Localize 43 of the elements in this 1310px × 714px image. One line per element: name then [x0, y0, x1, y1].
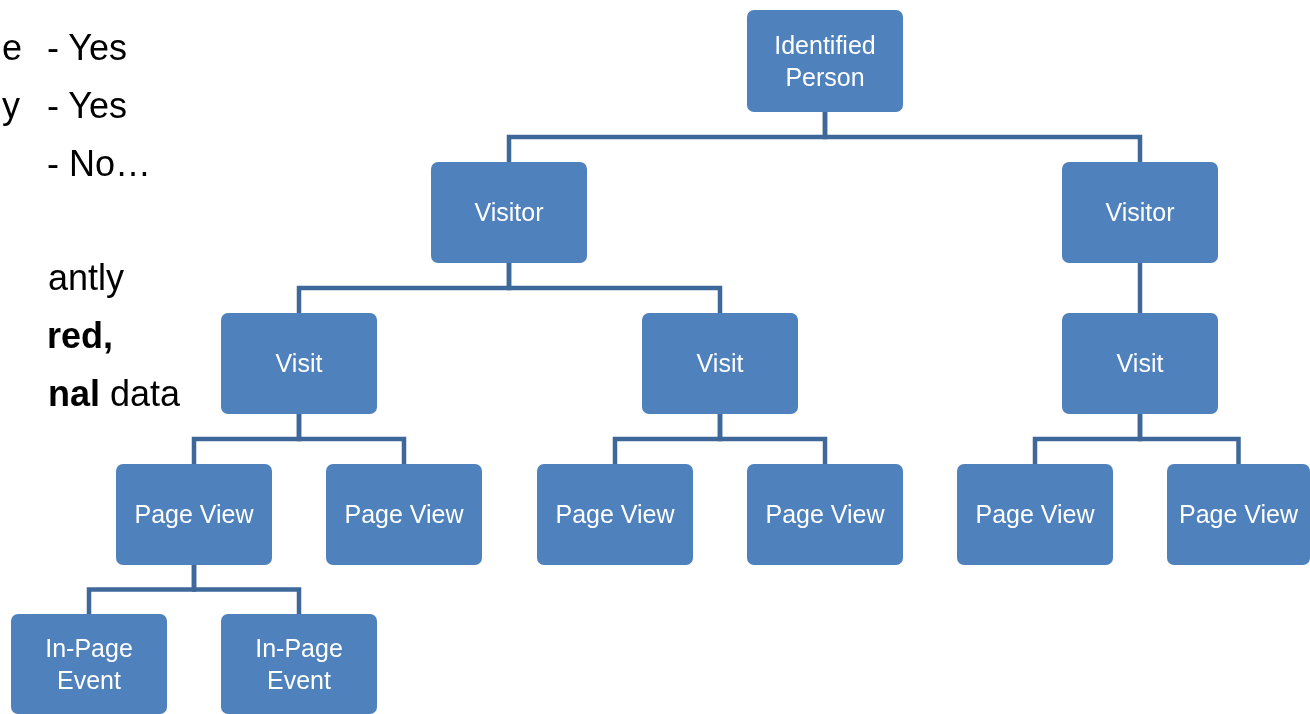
- connector-line: [296, 414, 407, 464]
- connector-line: [717, 414, 828, 464]
- side-text: antly: [48, 260, 125, 296]
- hierarchy-box: [221, 614, 377, 714]
- hierarchy-box: [1062, 162, 1218, 263]
- connector-line: [1137, 414, 1241, 464]
- side-text: e: [2, 30, 23, 66]
- hierarchy-box: [326, 464, 482, 565]
- hierarchy-box: [431, 162, 587, 263]
- side-text: red,: [47, 318, 114, 354]
- hierarchy-box: [116, 464, 272, 565]
- box-label: Page View: [765, 499, 885, 531]
- side-text: y: [2, 88, 20, 124]
- side-text: - Yes: [47, 88, 128, 124]
- hierarchy-box: [221, 313, 377, 414]
- hierarchy-box: [642, 313, 798, 414]
- box-label: Identified Person: [773, 29, 877, 93]
- side-text: - No…: [47, 146, 151, 182]
- hierarchy-box: [1167, 464, 1310, 565]
- hierarchy-box: [537, 464, 693, 565]
- hierarchy-box: [747, 10, 903, 112]
- hierarchy-box: [11, 614, 167, 714]
- box-label: Visitor: [1105, 197, 1175, 229]
- box-label: Visit: [275, 348, 323, 380]
- box-label: Page View: [344, 499, 464, 531]
- box-label: Visit: [696, 348, 744, 380]
- box-label: Page View: [1178, 499, 1299, 531]
- box-label: Visitor: [474, 197, 544, 229]
- hierarchy-box: [747, 464, 903, 565]
- box-label: In-Page Event: [254, 632, 344, 696]
- side-text: nal data: [48, 376, 181, 412]
- connector-line: [506, 263, 723, 313]
- box-label: Visit: [1116, 348, 1164, 380]
- side-text: - Yes: [47, 30, 128, 66]
- connector-line: [1137, 263, 1143, 313]
- box-label: Page View: [134, 499, 254, 531]
- hierarchy-box: [957, 464, 1113, 565]
- box-label: In-Page Event: [44, 632, 134, 696]
- box-label: Page View: [975, 499, 1095, 531]
- connector-line: [822, 112, 1143, 162]
- hierarchy-box: [1062, 313, 1218, 414]
- connector-line: [191, 565, 302, 614]
- box-label: Page View: [555, 499, 675, 531]
